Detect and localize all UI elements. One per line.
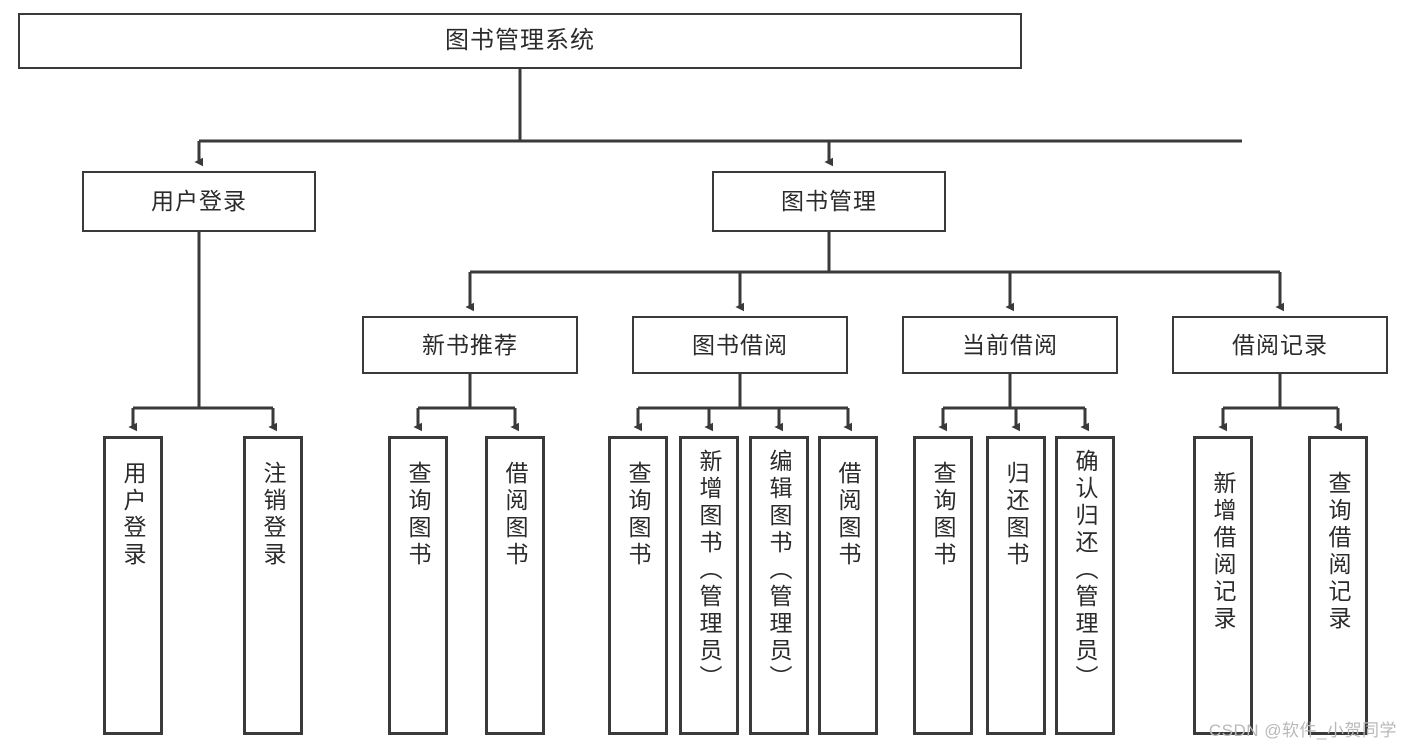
leaf-confirm-return-label: 确认归还（管理员）: [1072, 449, 1099, 692]
leaf-query-book-1-label: 查询图书: [405, 461, 432, 569]
leaf-borrow-book-2-label: 借阅图书: [835, 461, 862, 569]
node-borrow-record[interactable]: 借阅记录: [1172, 316, 1388, 374]
leaf-return-book[interactable]: 归还图书: [986, 436, 1046, 735]
leaf-query-book-2[interactable]: 查询图书: [608, 436, 668, 735]
node-borrow-record-label: 借阅记录: [1232, 331, 1328, 358]
leaf-edit-book-label: 编辑图书（管理员）: [766, 449, 793, 692]
node-new-book-recommend-label: 新书推荐: [422, 331, 518, 358]
node-root-label: 图书管理系统: [445, 27, 595, 55]
node-root[interactable]: 图书管理系统: [18, 13, 1022, 69]
leaf-query-book-1[interactable]: 查询图书: [388, 436, 448, 735]
leaf-query-book-3[interactable]: 查询图书: [913, 436, 973, 735]
leaf-query-record[interactable]: 查询借阅记录: [1308, 436, 1368, 735]
watermark: CSDN @软件_小贺同学: [1208, 721, 1397, 740]
leaf-borrow-book-1[interactable]: 借阅图书: [485, 436, 545, 735]
leaf-user-login[interactable]: 用户登录: [103, 436, 163, 735]
leaf-user-logout-label: 注销登录: [260, 461, 287, 569]
node-current-borrow-label: 当前借阅: [962, 331, 1058, 358]
leaf-confirm-return[interactable]: 确认归还（管理员）: [1055, 436, 1115, 735]
leaf-query-book-2-label: 查询图书: [625, 461, 652, 569]
node-book-borrow-label: 图书借阅: [692, 331, 788, 358]
leaf-add-book[interactable]: 新增图书（管理员）: [679, 436, 739, 735]
leaf-query-book-3-label: 查询图书: [930, 461, 957, 569]
leaf-return-book-label: 归还图书: [1003, 461, 1030, 569]
node-book-manage[interactable]: 图书管理: [712, 171, 946, 232]
leaf-edit-book[interactable]: 编辑图书（管理员）: [749, 436, 809, 735]
leaf-add-book-label: 新增图书（管理员）: [696, 449, 723, 692]
node-book-manage-label: 图书管理: [781, 188, 877, 215]
leaf-borrow-book-1-label: 借阅图书: [502, 461, 529, 569]
leaf-query-record-label: 查询借阅记录: [1325, 471, 1352, 633]
node-new-book-recommend[interactable]: 新书推荐: [362, 316, 578, 374]
node-book-borrow[interactable]: 图书借阅: [632, 316, 848, 374]
leaf-add-record[interactable]: 新增借阅记录: [1193, 436, 1253, 735]
leaf-user-login-label: 用户登录: [120, 461, 147, 569]
leaf-add-record-label: 新增借阅记录: [1210, 471, 1237, 633]
leaf-user-logout[interactable]: 注销登录: [243, 436, 303, 735]
node-user-login-label: 用户登录: [151, 188, 247, 215]
node-current-borrow[interactable]: 当前借阅: [902, 316, 1118, 374]
leaf-borrow-book-2[interactable]: 借阅图书: [818, 436, 878, 735]
node-user-login[interactable]: 用户登录: [82, 171, 316, 232]
